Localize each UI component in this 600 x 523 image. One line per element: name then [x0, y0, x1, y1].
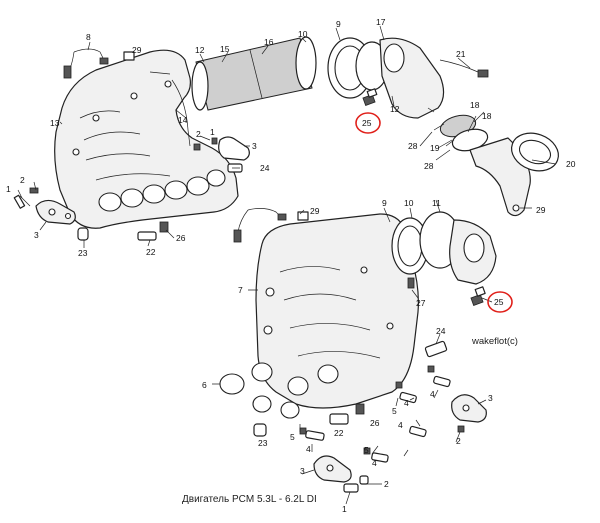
label-14: 14: [178, 115, 188, 125]
upper-sensor-harness: [63, 48, 135, 79]
label-4d: 4: [398, 420, 403, 430]
watermark-text: wakeflot(c): [472, 336, 518, 347]
lower-intake-manifold: [219, 213, 419, 419]
label-3b: 3: [34, 230, 39, 240]
upper-left-hardware: [13, 71, 250, 241]
label-4e: 4: [372, 458, 377, 468]
label-10-lower: 10: [404, 198, 414, 208]
label-5c: 5: [364, 445, 369, 455]
label-1b: 1: [6, 184, 11, 194]
label-9: 9: [336, 19, 341, 29]
label-5a: 5: [392, 406, 397, 416]
label-24: 24: [260, 163, 270, 173]
label-28b: 28: [424, 161, 434, 171]
label-7: 7: [238, 285, 243, 295]
label-12: 12: [195, 45, 205, 55]
label-2b: 2: [20, 175, 25, 185]
label-17: 17: [376, 17, 386, 27]
part-number-labels: 8 29 12 15 16 10 9 17 21 13 14 2 1 3 24 …: [6, 17, 576, 514]
lower-sensor-25: [470, 286, 486, 306]
label-27: 27: [416, 298, 426, 308]
label-4a: 4: [404, 398, 409, 408]
label-2-bottom: 2: [384, 479, 389, 489]
label-26: 26: [176, 233, 186, 243]
highlight-ring-upper-25: [355, 112, 381, 134]
label-1: 1: [210, 127, 215, 137]
label-8: 8: [86, 32, 91, 42]
label-10: 10: [298, 29, 308, 39]
label-22: 22: [146, 247, 156, 257]
label-6: 6: [202, 380, 207, 390]
upper-clamp-ring: [327, 37, 389, 99]
label-24-lower: 24: [436, 326, 446, 336]
label-3-bottom: 3: [300, 466, 305, 476]
upper-intake-manifold: [54, 49, 239, 229]
upper-coupler-18: [433, 114, 489, 152]
upper-air-duct-20: [469, 132, 559, 217]
upper-sensor-25: [362, 88, 378, 106]
label-18b: 18: [482, 111, 492, 121]
upper-intake-tube: [191, 36, 317, 111]
leader-lines: [17, 25, 557, 505]
label-3: 3: [252, 141, 257, 151]
label-16: 16: [264, 37, 274, 47]
label-29: 29: [132, 45, 142, 55]
label-5b: 5: [290, 432, 295, 442]
label-2: 2: [196, 129, 201, 139]
upper-throttle-pipe: [379, 37, 489, 119]
label-13: 13: [50, 118, 60, 128]
label-1-bottom: 1: [342, 504, 347, 514]
label-3-lower: 3: [488, 393, 493, 403]
label-4c: 4: [306, 444, 311, 454]
lower-hardware: [253, 340, 487, 493]
label-29b: 29: [536, 205, 546, 215]
label-23: 23: [78, 248, 88, 258]
highlight-ring-lower-25: [487, 291, 513, 313]
lower-clamp-throttle: [391, 211, 497, 289]
label-25-lower: 25: [494, 297, 504, 307]
label-12b: 12: [390, 104, 400, 114]
label-4b: 4: [430, 389, 435, 399]
label-25-upper: 25: [362, 118, 372, 128]
label-11: 11: [432, 198, 441, 208]
label-23-lower: 23: [258, 438, 268, 448]
label-22-lower: 22: [334, 428, 344, 438]
label-29-lower: 29: [310, 206, 320, 216]
label-26-lower: 26: [370, 418, 380, 428]
label-20: 20: [566, 159, 576, 169]
label-2-lower: 2: [456, 436, 461, 446]
label-21: 21: [456, 49, 466, 59]
label-28a: 28: [408, 141, 418, 151]
label-18a: 18: [470, 100, 480, 110]
label-15: 15: [220, 44, 230, 54]
label-9-lower: 9: [382, 198, 387, 208]
lower-sensor-harness: [233, 208, 309, 243]
label-19: 19: [430, 143, 440, 153]
diagram-caption: Двигатель PCM 5.3L - 6.2L DI: [182, 494, 317, 505]
